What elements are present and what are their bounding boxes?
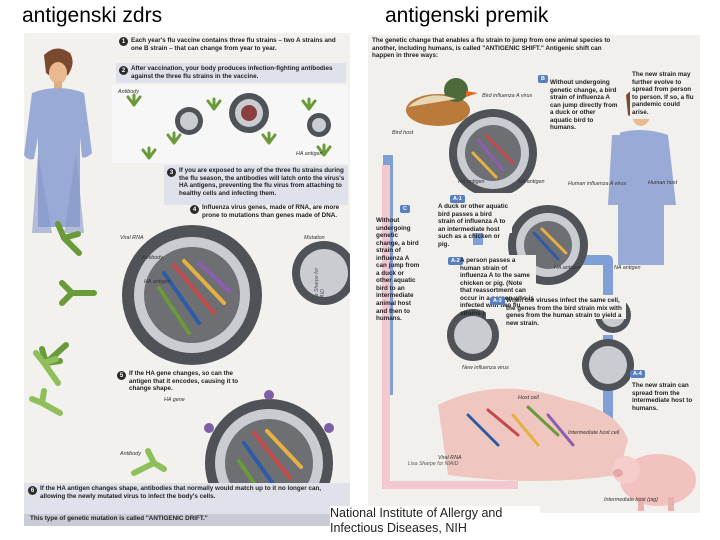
bird-virus xyxy=(449,109,537,197)
label-ha-antigen-2: HA antigen xyxy=(144,279,171,285)
label-viral-rna: Viral RNA xyxy=(120,235,144,241)
label-antibody-2: Antibody xyxy=(142,255,163,261)
antigenic-shift-diagram: The genetic change that enables a flu st… xyxy=(368,35,700,513)
label-antibody: Antibody xyxy=(118,89,139,95)
shift-a2-tag: A-2 xyxy=(448,257,463,265)
drift-step-4-text: Influenza virus genes, made of RNA, are … xyxy=(202,204,340,219)
drift-step-2-number: 2 xyxy=(119,66,128,75)
drift-step-5-number: 5 xyxy=(117,371,126,380)
shift-a3-text: When the viruses infect the same cell, t… xyxy=(506,297,622,327)
label-ha-antigen-bird: HA antigen xyxy=(458,179,485,185)
label-na-antigen-human: NA antigen xyxy=(614,265,641,271)
woman-figure xyxy=(24,48,92,233)
label-host-cell: Host cell xyxy=(518,395,539,401)
antibody-field xyxy=(112,85,348,163)
shift-b-text: Without undergoing genetic change, a bir… xyxy=(550,79,618,132)
intermediate-host-cell xyxy=(438,388,628,481)
drift-step-1-number: 1 xyxy=(119,37,128,46)
antigenic-drift-diagram: 1 Each year's flu vaccine contains three… xyxy=(24,33,350,526)
label-ha-antigen: HA antigen xyxy=(296,151,323,157)
drift-step-2-text: After vaccination, your body produces in… xyxy=(131,65,333,80)
label-antibody-3: Antibody xyxy=(120,451,141,457)
label-bird-host: Bird host xyxy=(392,130,414,136)
shift-a4-tag: A-4 xyxy=(630,370,645,378)
drift-footer: This type of genetic mutation is called … xyxy=(30,515,208,522)
source-credit: National Institute of Allergy and Infect… xyxy=(330,506,540,536)
shift-b-tag: B xyxy=(538,75,548,83)
shift-a1-tag: A-1 xyxy=(450,195,465,203)
label-ha-gene: HA gene xyxy=(164,397,185,403)
shift-illustration-credit: Lisa Sharpe for NIAID xyxy=(408,461,459,467)
shift-illustration xyxy=(368,35,698,511)
shift-intro: The genetic change that enables a flu st… xyxy=(372,37,611,60)
duck xyxy=(406,78,478,126)
shift-c-text: Without undergoing genetic change, a bir… xyxy=(376,217,420,323)
drift-illustration xyxy=(24,37,350,526)
drift-step-6-text: If the HA antigen changes shape, antibod… xyxy=(40,485,322,500)
title-antigenic-drift: antigenski zdrs xyxy=(22,4,163,27)
label-ha-antigen-human: HA antigen xyxy=(554,265,581,271)
pig xyxy=(612,454,696,511)
shift-a4-text: The new strain can spread from the inter… xyxy=(632,382,693,412)
shift-c-arrow xyxy=(382,165,518,489)
virus-large-1 xyxy=(122,225,262,365)
label-intermediate-host-cell: Intermediate host cell xyxy=(568,430,620,436)
shift-a3-tag: A-3 xyxy=(490,297,505,305)
drift-step-5-text: If the HA gene changes, so can the antig… xyxy=(129,370,239,393)
drift-step-1-text: Each year's flu vaccine contains three f… xyxy=(131,37,336,52)
drift-illustration-credit: Lisa Sharpe for NIAID xyxy=(314,267,327,303)
drift-step-3-text: If you are exposed to any of the three f… xyxy=(179,167,345,197)
label-new-influenza: New influenza virus xyxy=(462,365,509,371)
label-human-host: Human host xyxy=(648,180,678,186)
label-bird-influenza: Bird influenza A virus xyxy=(482,93,533,99)
label-human-influenza: Human influenza A virus xyxy=(568,181,627,187)
shift-a1-text: A duck or other aquatic bird passes a bi… xyxy=(438,203,509,248)
label-intermediate-host: Intermediate host (pig) xyxy=(604,497,658,503)
shift-new-strain-text: The new strain may further evolve to spr… xyxy=(632,71,694,116)
drift-step-4-number: 4 xyxy=(190,205,199,214)
shift-c-tag: C xyxy=(400,205,410,213)
label-na-antigen-bird: NA antigen xyxy=(518,179,545,185)
label-viral-rna-shift: Viral RNA xyxy=(438,455,462,461)
drift-step-3-number: 3 xyxy=(167,168,176,177)
drift-step-6-number: 6 xyxy=(28,486,37,495)
title-antigenic-shift: antigenski premik xyxy=(385,4,549,27)
label-mutation: Mutation xyxy=(304,235,325,241)
